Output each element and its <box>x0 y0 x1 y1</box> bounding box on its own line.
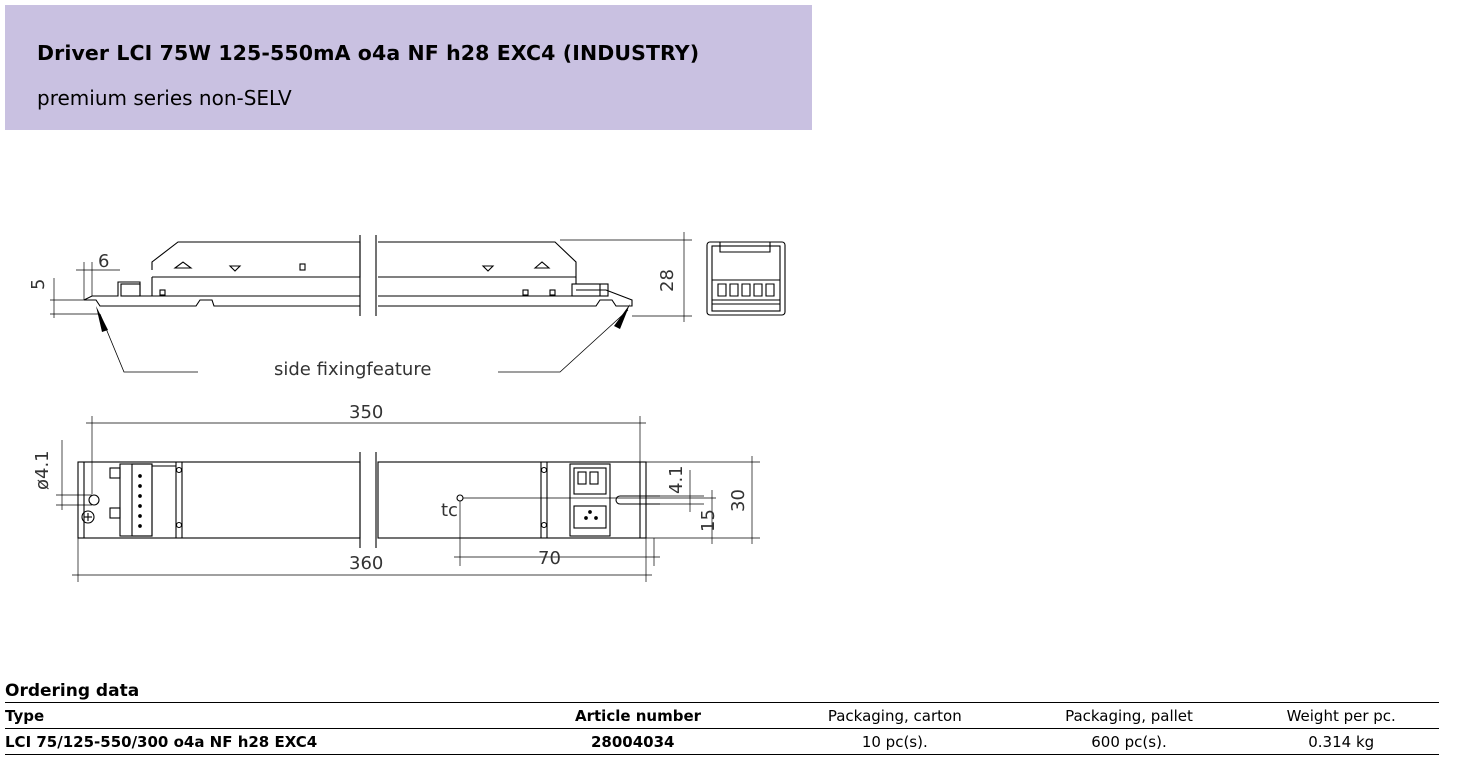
dim-360: 360 <box>349 553 383 574</box>
side-fixing-label: side fixingfeature <box>274 359 431 380</box>
product-subtitle: premium series non-SELV <box>37 86 292 110</box>
table-header-row: Type Article number Packaging, carton Pa… <box>5 702 1439 729</box>
technical-drawing: 6 5 28 side fixingfeature 350 ø4.1 tc 36… <box>28 232 786 582</box>
ordering-table: Type Article number Packaging, carton Pa… <box>5 702 1439 755</box>
dim-4-1: 4.1 <box>666 465 687 494</box>
col-pallet: Packaging, pallet <box>1065 706 1193 725</box>
tc-label: tc <box>441 500 458 521</box>
dim-30: 30 <box>728 489 749 512</box>
cell-carton: 10 pc(s). <box>861 732 928 751</box>
end-view <box>706 241 786 316</box>
cell-article: 28004034 <box>591 732 675 751</box>
product-header: Driver LCI 75W 125-550mA o4a NF h28 EXC4… <box>5 5 812 130</box>
col-article: Article number <box>575 706 702 725</box>
side-view <box>50 232 692 373</box>
ordering-data-section: Ordering data Type Article number Packag… <box>5 680 1439 755</box>
cell-pallet: 600 pc(s). <box>1091 732 1167 751</box>
table-row: LCI 75/125-550/300 o4a NF h28 EXC4 28004… <box>5 729 1439 755</box>
col-weight: Weight per pc. <box>1286 706 1396 725</box>
col-carton: Packaging, carton <box>827 706 962 725</box>
cell-type: LCI 75/125-550/300 o4a NF h28 EXC4 <box>5 732 318 751</box>
dim-diameter: ø4.1 <box>32 450 53 490</box>
dim-350: 350 <box>349 402 383 423</box>
top-view <box>56 416 760 582</box>
dim-70: 70 <box>538 548 561 569</box>
product-title: Driver LCI 75W 125-550mA o4a NF h28 EXC4… <box>37 41 700 65</box>
col-type: Type <box>5 706 45 725</box>
dim-15: 15 <box>698 509 719 532</box>
dim-5: 5 <box>28 279 49 290</box>
cell-weight: 0.314 kg <box>1308 732 1375 751</box>
dim-28: 28 <box>657 269 678 292</box>
dim-6: 6 <box>98 251 109 272</box>
ordering-heading: Ordering data <box>5 681 140 701</box>
